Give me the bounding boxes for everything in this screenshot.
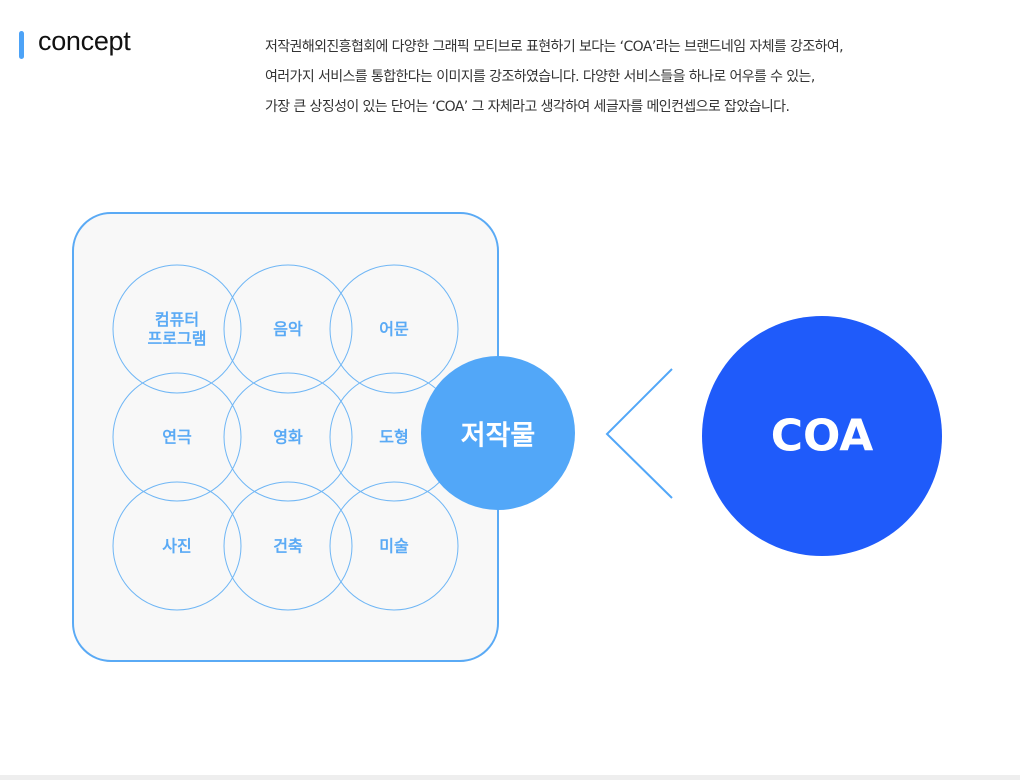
description-line: 저작권해외진흥협회에 다양한 그래픽 모티브로 표현하기 보다는 ‘COA’라는… <box>265 39 844 55</box>
category-circle <box>112 264 242 394</box>
category-circle <box>223 372 353 502</box>
bottom-divider <box>0 775 1020 780</box>
category-label: 음악 <box>273 319 303 339</box>
category-label: 영화 <box>273 427 303 447</box>
page-title: concept <box>38 26 131 56</box>
category-label: 사진 <box>162 536 192 556</box>
category-label: 도형 <box>379 427 409 447</box>
category-circle <box>112 372 242 502</box>
category-label: 어문 <box>379 319 409 339</box>
category-label: 미술 <box>379 536 409 556</box>
description-line: 여러가지 서비스를 통합한다는 이미지를 강조하였습니다. 다양한 서비스들을 … <box>265 69 815 85</box>
center-label: 저작물 <box>460 420 536 452</box>
category-circle <box>112 481 242 611</box>
copyright-works-circle <box>421 356 575 510</box>
category-circle <box>329 481 459 611</box>
category-circle <box>223 481 353 611</box>
category-label: 건축 <box>273 536 303 556</box>
coa-label: COA <box>770 410 874 462</box>
concept-description: 저작권해외진흥협회에 다양한 그래픽 모티브로 표현하기 보다는 ‘COA’라는… <box>265 32 844 122</box>
description-line: 가장 큰 상징성이 있는 단어는 ‘COA’ 그 자체라고 생각하여 세글자를 … <box>265 99 790 115</box>
category-label: 연극 <box>162 427 192 447</box>
category-label: 컴퓨터 프로그램 <box>147 310 207 348</box>
category-circle <box>223 264 353 394</box>
category-circle <box>329 264 459 394</box>
coa-circle <box>702 316 942 556</box>
chevron-left-icon <box>605 368 673 499</box>
title-accent-bar <box>19 31 24 59</box>
